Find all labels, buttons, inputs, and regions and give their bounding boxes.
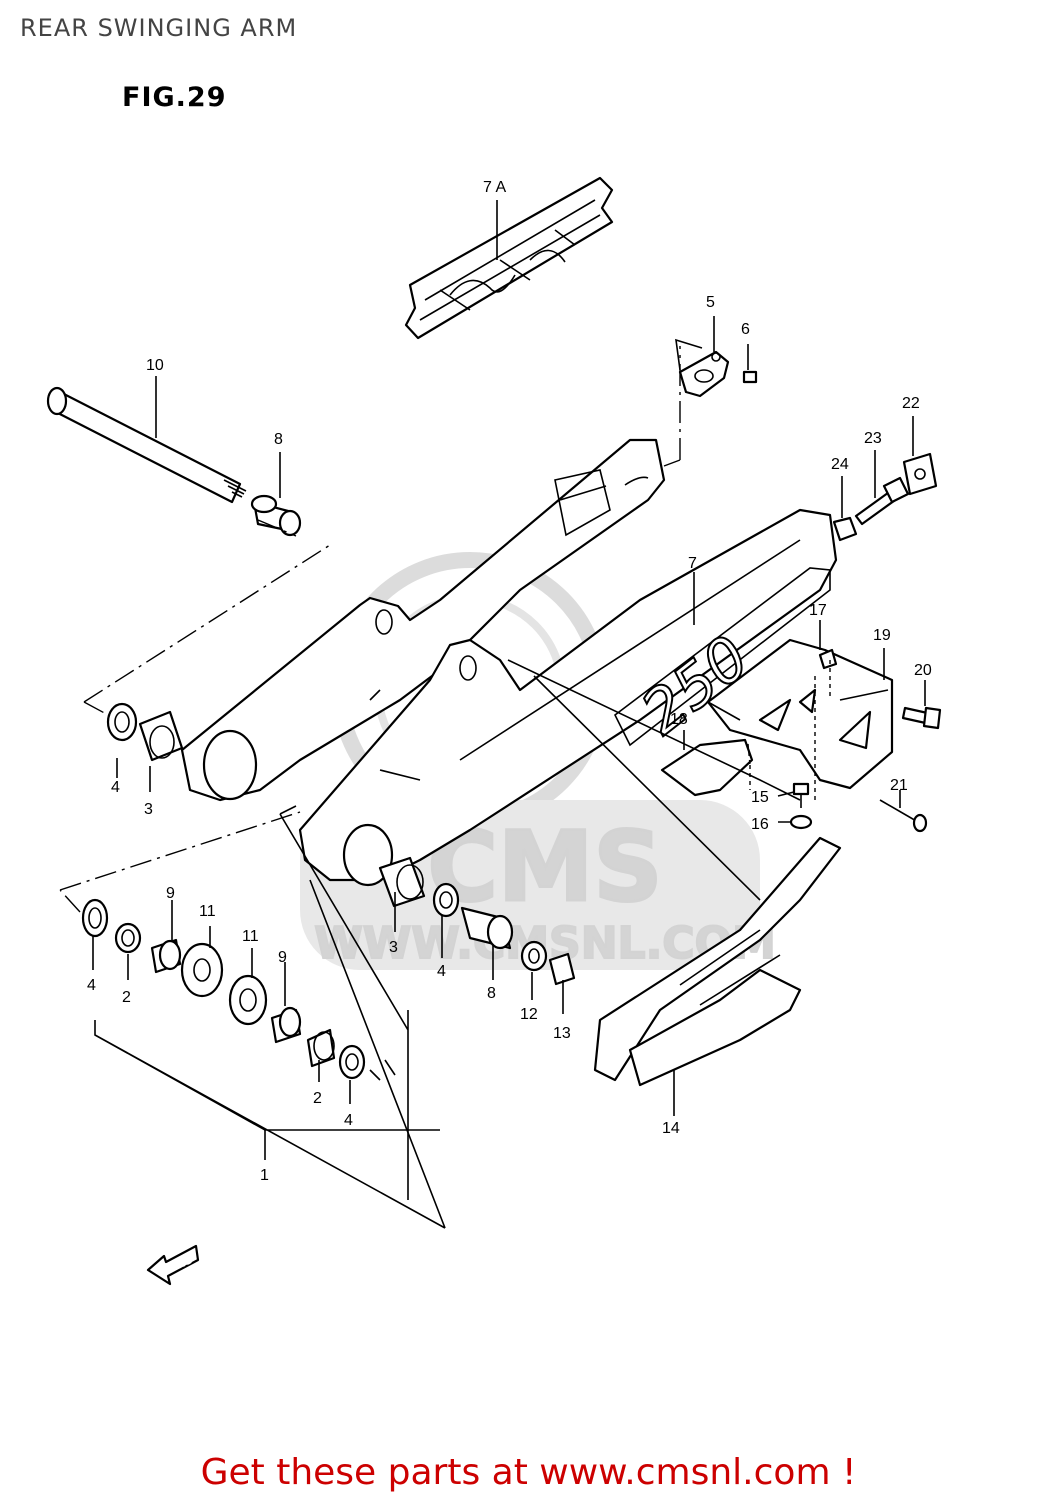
bushing-9-a [150,938,182,974]
spacer-2-b [306,1028,336,1068]
bearing-3-b [378,856,426,908]
callout-4-a: 4 [111,779,120,796]
callout-23: 23 [864,430,882,447]
swingarm-body-1 [180,438,838,887]
oil-seal-4-c [338,1044,366,1080]
nut-13 [548,952,576,986]
callout-4-b: 4 [437,963,446,980]
callout-3-a: 3 [144,801,153,818]
callout-9-a: 9 [166,885,175,902]
washer-16 [789,814,813,830]
callout-13: 13 [553,1025,571,1042]
bolt-23 [854,476,910,526]
callout-3-b: 3 [389,939,398,956]
get-parts-link[interactable]: Get these parts at www.cmsnl.com ! [200,1452,857,1493]
pivot-shaft-10 [46,386,247,504]
screw-6 [742,370,758,384]
callout-11-a: 11 [199,903,216,920]
spacer-2-a [114,922,142,954]
callout-4-c: 4 [87,977,96,994]
forward-direction-arrow: FWD [146,1244,200,1286]
bolt-20 [901,706,942,730]
bushing-9-b [270,1006,302,1044]
callout-18: 18 [670,711,688,728]
bolt-15 [792,782,810,808]
oil-seal-4-a [106,702,138,742]
callout-6: 6 [741,321,750,338]
callout-15: 15 [751,789,769,806]
callout-5: 5 [706,294,715,311]
collar-8-bottom [460,906,514,950]
collar-8-top [250,494,302,537]
bearing-3-a [138,710,184,762]
oil-seal-4-d [432,882,460,918]
callout-11-b: 11 [242,928,259,945]
callout-24: 24 [831,456,849,473]
callout-7a: 7 A [483,179,506,196]
bolt-21 [879,799,928,833]
washer-12 [520,940,548,972]
decal-7a [404,176,614,340]
nut-24 [832,516,858,542]
callout-2-b: 2 [313,1090,322,1107]
callout-8-bottom: 8 [487,985,496,1002]
chain-slider-14 [593,836,842,1087]
callout-1: 1 [260,1167,269,1184]
washer-11-a [180,942,224,998]
callout-21: 21 [890,777,908,794]
callout-labels: 7 A 5 6 10 8 22 23 24 7 17 19 20 18 4 3 … [87,179,932,1184]
page-title: REAR SWINGING ARM [20,14,298,42]
callout-4-d: 4 [344,1112,353,1129]
callout-7: 7 [688,555,697,572]
chain-guide-plate-5 [678,350,730,398]
callout-12: 12 [520,1006,538,1023]
callout-22: 22 [902,395,920,412]
callout-17: 17 [809,602,827,619]
callout-20: 20 [914,662,932,679]
callout-14: 14 [662,1120,680,1137]
callout-8-top: 8 [274,431,283,448]
callout-9-b: 9 [278,949,287,966]
callout-10: 10 [146,357,164,374]
leader-lines [59,200,926,1229]
adjuster-22 [902,452,938,496]
washer-11-b [228,974,268,1026]
callout-16: 16 [751,816,769,833]
callout-19: 19 [873,627,891,644]
figure-label: FIG.29 [122,82,227,113]
callout-2-a: 2 [122,989,131,1006]
bracket-17 [818,648,838,670]
guide-plate-18 [660,738,754,797]
chain-guard-plate-19 [706,638,894,790]
oil-seal-4-b [81,898,109,938]
